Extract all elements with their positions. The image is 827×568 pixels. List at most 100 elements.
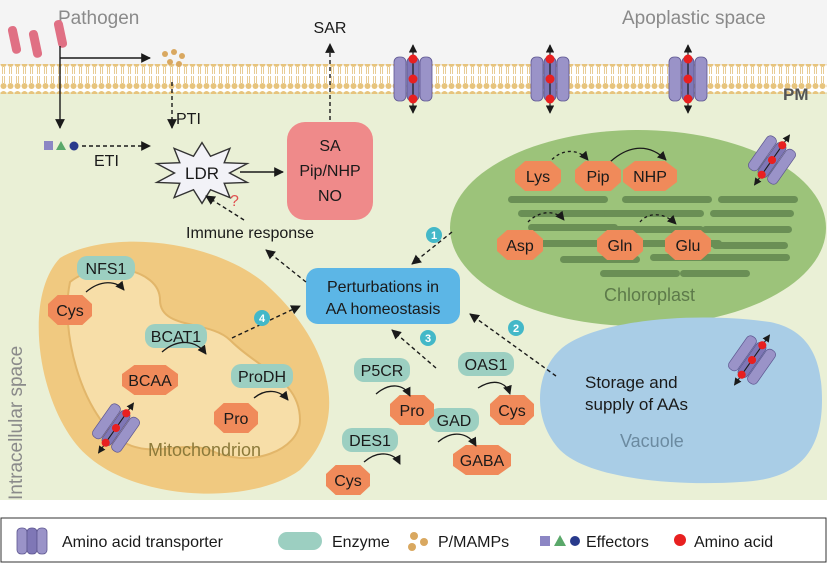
step-badge-4-label: 4 [259, 313, 266, 325]
chloro-aa-2-label: Pip [586, 169, 609, 186]
step-badge-1-label: 1 [431, 230, 437, 242]
chloro-aa-5-label: Gln [608, 238, 633, 255]
ldr-label: LDR [185, 164, 219, 183]
step-badge-4: 4 [254, 310, 270, 326]
intracellular-space-label: Intracellular space [6, 346, 27, 500]
mito-aa-cys: Cys [48, 295, 92, 325]
legend-amino-acid-label: Amino acid [694, 534, 773, 551]
apoplastic-space-label: Apoplastic space [622, 8, 766, 29]
mito-enzyme-bcat1: BCAT1 [145, 324, 207, 348]
vacuole-transporter [728, 334, 776, 386]
pm-transporter-2 [530, 44, 570, 114]
legend-mamps-label: P/MAMPs [438, 534, 509, 551]
step-badge-2: 2 [508, 320, 524, 336]
cyto-aa-cys-1: Cys [326, 465, 370, 495]
chloro-aa-3-label: NHP [633, 169, 667, 186]
cyto-aa-pro: Pro [390, 395, 434, 425]
chloroplast-amino-acids: Lys Pip NHP Asp Gln Glu [497, 161, 711, 260]
legend-enzyme-label: Enzyme [332, 534, 390, 551]
chloro-aa-6: Glu [665, 230, 711, 260]
vac-transporter-shape [728, 334, 776, 386]
chloro-aa-1-label: Lys [526, 169, 550, 186]
mito-enzyme-nfs1: NFS1 [77, 256, 135, 280]
vacuole-text-2: supply of AAs [585, 395, 688, 414]
legend-effectors-label: Effectors [586, 534, 649, 551]
chloroplast-transporter [748, 134, 796, 186]
mito-aa-cys-label: Cys [56, 303, 84, 320]
cyto-enzyme-oas1-label: OAS1 [465, 357, 508, 374]
cyto-aa-gaba-label: GABA [460, 453, 505, 470]
mito-aa-pro-label: Pro [224, 411, 249, 428]
ldr-node: LDR [154, 141, 250, 205]
vacuole: Storage and supply of AAs Vacuole [539, 317, 822, 484]
step-badge-1: 1 [426, 227, 442, 243]
perturbations-line-1: Perturbations in [327, 279, 439, 296]
effectors-icon [44, 141, 79, 151]
chloro-aa-1: Lys [515, 161, 561, 191]
mito-aa-bcaa-label: BCAA [128, 373, 172, 390]
mamps-icon [162, 49, 185, 67]
cyto-enzyme-oas1: OAS1 [458, 352, 514, 376]
legend-transporter-icon [16, 527, 48, 555]
chloro-transporter-shape [748, 134, 796, 186]
legend-transporter-label: Amino acid transporter [62, 534, 224, 551]
cyto-aa-cys-2: Cys [490, 395, 534, 425]
chloroplast-label: Chloroplast [604, 285, 695, 305]
cyto-enzyme-des1: DES1 [342, 428, 398, 452]
chloro-aa-5: Gln [597, 230, 643, 260]
mito-arrows [85, 280, 289, 401]
pti-label: PTI [176, 111, 201, 128]
step-badge-3: 3 [420, 330, 436, 346]
mito-transporter-shape [92, 402, 140, 454]
cyto-aa-gaba: GABA [453, 445, 511, 475]
legend-effectors-icon [540, 535, 580, 546]
chloro-aa-4-label: Asp [506, 238, 534, 255]
vacuole-text-1: Storage and [585, 373, 678, 392]
mitochondrion-transporter [92, 402, 140, 454]
legend: Amino acid transporter Enzyme P/MAMPs Ef… [0, 517, 827, 563]
cyto-aa-pro-label: Pro [400, 403, 425, 420]
pathogen-label: Pathogen [58, 8, 139, 29]
cytosol-arrows [363, 381, 512, 465]
step-badge-2-label: 2 [513, 323, 519, 335]
pm-transporters [393, 44, 708, 114]
pm-transporter-3 [668, 44, 708, 114]
chloro-aa-6-label: Glu [676, 238, 701, 255]
signal-pip-nhp: Pip/NHP [299, 163, 360, 180]
perturbations-line-2: AA homeostasis [326, 301, 441, 318]
legend-enzyme-icon [278, 532, 322, 550]
mito-enzyme-bcat1-label: BCAT1 [151, 329, 201, 346]
eti-label: ETI [94, 153, 119, 170]
cyto-enzyme-p5cr: P5CR [354, 358, 410, 382]
perturbations-box [306, 268, 460, 324]
signals-box [287, 122, 373, 220]
chloroplast-arrows [527, 147, 677, 225]
signal-sa: SA [319, 138, 341, 155]
pathogen-arrows [55, 46, 177, 151]
mito-aa-pro: Pro [214, 403, 258, 433]
cyto-aa-cys-2-label: Cys [498, 403, 526, 420]
mito-enzyme-prodh-label: ProDH [238, 369, 286, 386]
pm-label: PM [783, 85, 809, 104]
vacuole-label: Vacuole [620, 431, 684, 451]
cyto-enzyme-gad-label: GAD [437, 413, 472, 430]
cyto-aa-cys-1-label: Cys [334, 473, 362, 490]
chloro-aa-2: Pip [575, 161, 621, 191]
mito-aa-bcaa: BCAA [122, 365, 178, 395]
mito-enzyme-prodh: ProDH [231, 364, 293, 388]
mitochondrion-label: Mitochondrion [148, 440, 261, 460]
step-badge-3-label: 3 [425, 333, 431, 345]
step-badges: 1 2 3 4 [254, 227, 524, 346]
legend-mamps-icon [408, 532, 428, 551]
question-mark: ? [230, 193, 239, 210]
cyto-enzyme-p5cr-label: P5CR [361, 363, 404, 380]
pm-transporter-1 [393, 44, 433, 114]
pathogen-icon [7, 20, 68, 58]
chloro-aa-3: NHP [623, 161, 677, 191]
cyto-enzyme-gad: GAD [429, 408, 479, 432]
mito-enzyme-nfs1-label: NFS1 [86, 261, 127, 278]
